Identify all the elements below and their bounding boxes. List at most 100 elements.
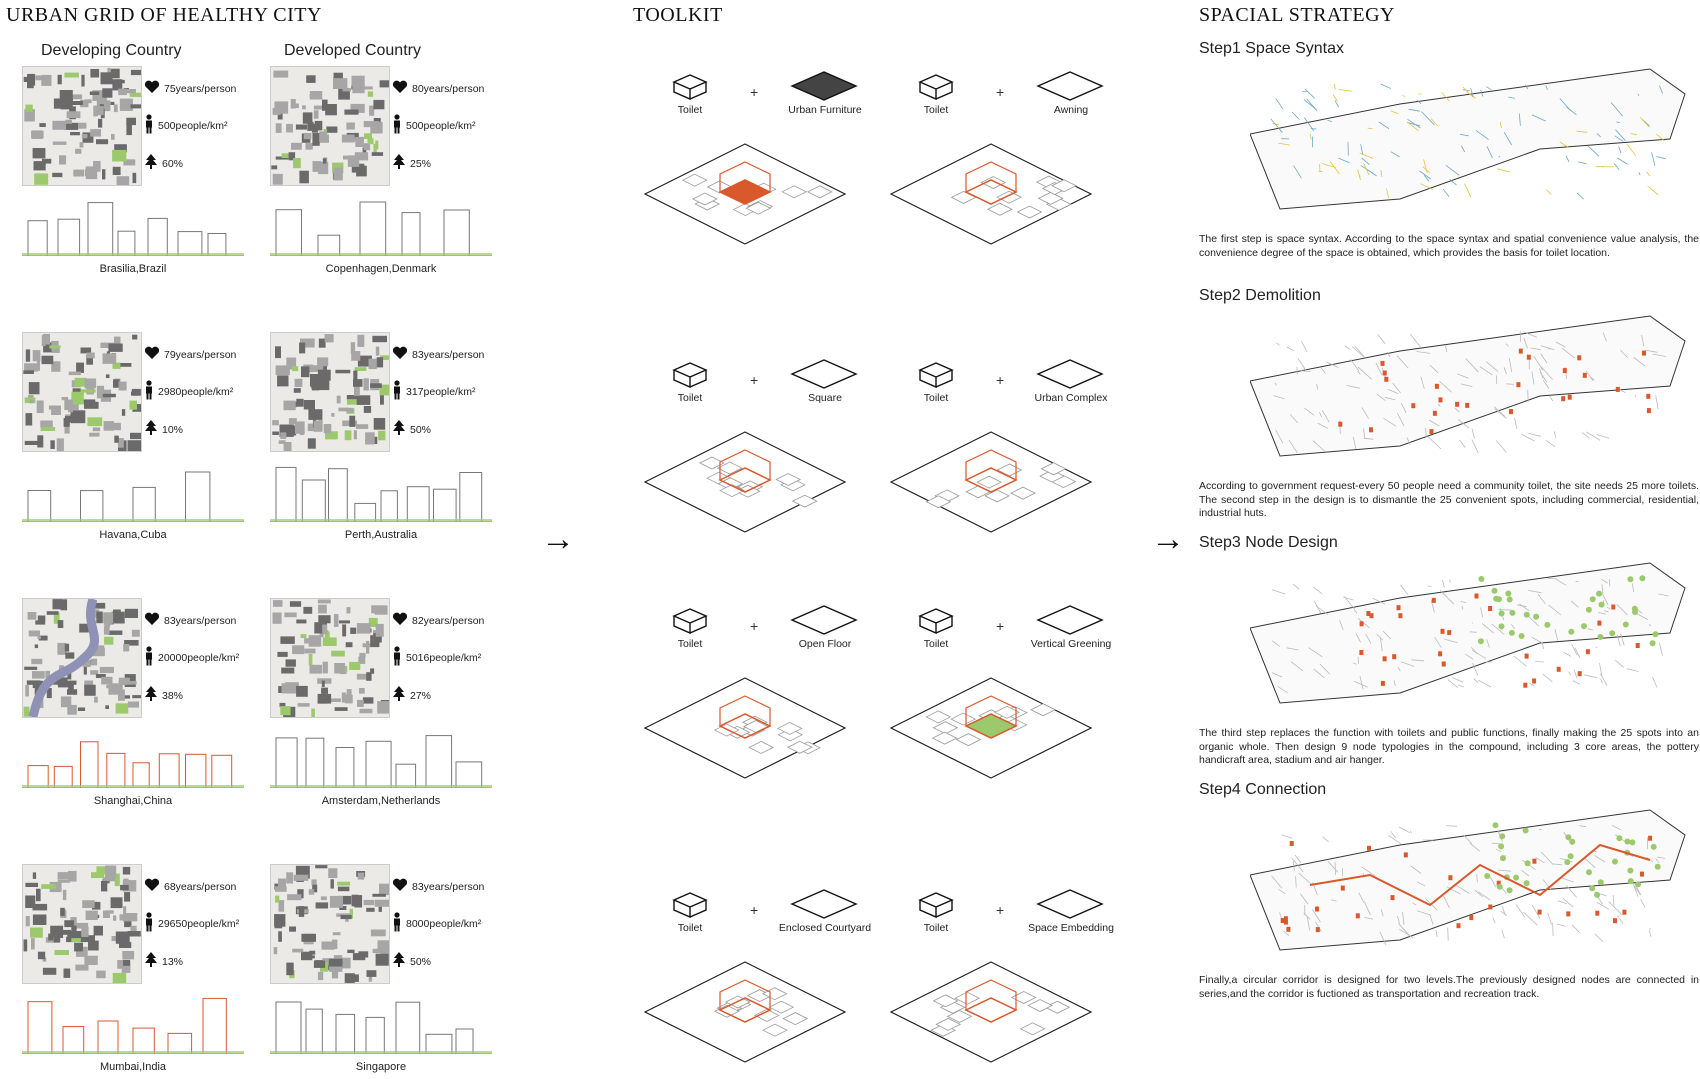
building-block	[379, 80, 389, 88]
building-block	[341, 692, 347, 703]
building-block	[120, 884, 129, 891]
toolkit-base-label: Toilet	[923, 392, 949, 404]
green-space	[280, 706, 291, 716]
building-block	[57, 677, 68, 686]
building-block	[46, 688, 52, 699]
step-title: Step3 Node Design	[1199, 534, 1338, 551]
green-space	[112, 362, 121, 369]
building-block	[53, 934, 61, 943]
person-icon	[392, 912, 402, 935]
heart-icon	[144, 346, 160, 363]
heart-icon	[392, 80, 408, 97]
person-icon	[392, 114, 402, 137]
toilet-box-icon	[918, 362, 954, 389]
building-block	[296, 398, 304, 407]
green-space	[364, 133, 372, 139]
building-block	[31, 938, 35, 950]
skyline-building	[132, 486, 156, 522]
stat-value: 2980people/km²	[158, 385, 234, 398]
building-block	[362, 86, 373, 90]
building-block	[293, 103, 299, 109]
stat-value: 25%	[410, 157, 432, 170]
building-block	[323, 424, 332, 434]
stat-life: 83years/person	[392, 346, 484, 363]
ground-green	[22, 253, 244, 256]
building-block	[347, 949, 355, 953]
isometric-block	[889, 431, 1093, 533]
building-block	[281, 683, 294, 694]
building-block	[300, 338, 315, 348]
building-block	[105, 374, 110, 378]
building-block	[122, 913, 138, 922]
building-block	[35, 620, 46, 625]
tool-icon	[790, 605, 858, 635]
building-block	[42, 957, 47, 962]
building-block	[40, 420, 53, 428]
skyline-building	[106, 752, 126, 788]
building-block	[297, 889, 304, 899]
green-space	[49, 345, 61, 349]
building-block	[103, 626, 110, 635]
city-map	[22, 864, 142, 984]
building-block	[299, 342, 306, 354]
building-block	[344, 973, 355, 983]
building-block	[82, 900, 95, 908]
skyline-building	[401, 212, 421, 256]
tree-icon	[144, 154, 158, 173]
building-block	[322, 958, 336, 967]
building-block	[313, 420, 323, 432]
building-block	[283, 400, 296, 411]
green-space	[380, 355, 389, 360]
building-block	[62, 889, 67, 901]
skyline-building	[117, 230, 136, 256]
stat-value: 82years/person	[412, 614, 485, 627]
building-block	[89, 645, 105, 657]
green-space	[53, 612, 60, 624]
building-block	[95, 674, 106, 678]
building-block	[90, 658, 98, 666]
building-block	[130, 69, 141, 76]
building-block	[288, 152, 296, 161]
building-block	[353, 370, 358, 382]
plus-sign: +	[996, 372, 1005, 388]
building-block	[277, 375, 289, 387]
building-block	[108, 683, 123, 695]
building-block	[116, 176, 130, 185]
skyline-building	[359, 201, 387, 256]
skyline-building	[62, 1026, 85, 1054]
tool-icon	[1036, 359, 1104, 389]
building-block	[329, 966, 343, 972]
building-block	[119, 98, 133, 111]
building-block	[27, 612, 37, 620]
tool-icon	[1036, 889, 1104, 919]
building-block	[308, 409, 323, 420]
building-block	[331, 939, 338, 949]
skyline-building	[459, 472, 483, 522]
building-block	[302, 112, 313, 124]
building-block	[299, 170, 309, 184]
building-block	[297, 703, 310, 707]
building-block	[32, 671, 45, 679]
building-block	[370, 121, 383, 134]
heart-icon	[392, 878, 408, 895]
building-block	[35, 75, 47, 81]
green-space	[54, 950, 69, 955]
building-block	[345, 642, 353, 648]
building-block	[332, 932, 341, 936]
toolkit-tool-label: Enclosed Courtyard	[778, 922, 872, 934]
toolkit-base-label: Toilet	[677, 392, 703, 404]
building-block	[307, 438, 316, 449]
ground-green	[270, 519, 492, 522]
building-block	[57, 879, 70, 883]
building-block	[73, 169, 84, 177]
green-space	[87, 417, 103, 427]
building-block	[370, 668, 375, 674]
building-block	[328, 698, 341, 702]
building-block	[358, 656, 366, 664]
stat-density: 8000people/km²	[392, 912, 481, 935]
building-block	[275, 156, 289, 160]
building-block	[357, 355, 372, 367]
building-block	[32, 914, 47, 925]
skyline-building	[301, 479, 326, 522]
building-block	[356, 623, 371, 634]
